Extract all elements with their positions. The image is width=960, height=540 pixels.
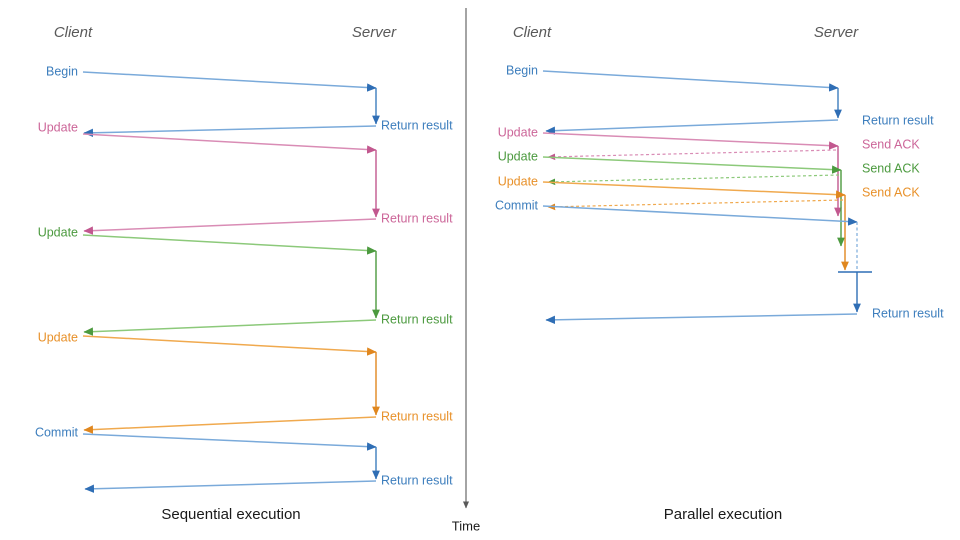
seq-label-return-result-3: Return result: [381, 312, 453, 326]
par-update2-flow: [542, 156, 845, 247]
par-update3-flow: [542, 181, 849, 271]
par-label-return-result-1: Return result: [862, 113, 934, 127]
par-label-begin: Begin: [506, 63, 538, 77]
seq-arrow-commit-request: [82, 433, 377, 451]
par-label-return-result-2: Return result: [872, 306, 944, 320]
seq-update1-flow: [82, 133, 380, 235]
par-arrow-update1-request: [542, 132, 839, 150]
seq-client-header: Client: [54, 24, 93, 41]
seq-label-return-result-4: Return result: [381, 409, 453, 423]
par-arrow-commit-request: [542, 205, 858, 226]
seq-arrow-begin-request: [82, 71, 377, 92]
seq-server-header: Server: [352, 24, 397, 41]
seq-arrow-update3-response: [83, 416, 377, 434]
par-arrow-update3-request: [542, 181, 846, 199]
seq-caption: Sequential execution: [161, 506, 300, 523]
panel-sequential: Client Server Begin Return result Update…: [35, 24, 453, 523]
seq-label-update-3: Update: [38, 330, 78, 344]
seq-update2-flow: [82, 234, 380, 336]
par-label-update-3: Update: [498, 174, 538, 188]
panel-parallel: Client Server Begin Return result Update…: [495, 24, 944, 523]
time-axis-label: Time: [452, 518, 480, 533]
par-label-send-ack-1: Send ACK: [862, 137, 920, 151]
par-arrow-begin-response: [545, 119, 839, 135]
seq-label-commit: Commit: [35, 425, 79, 439]
seq-label-return-result-5: Return result: [381, 473, 453, 487]
par-arrow-update3-ack: [547, 199, 844, 211]
par-arrow-commit-response: [545, 313, 858, 325]
par-server-header: Server: [814, 24, 859, 41]
par-begin-flow: [542, 70, 842, 135]
seq-label-update-2: Update: [38, 225, 78, 239]
seq-arrow-update3-request: [82, 335, 377, 356]
par-label-commit: Commit: [495, 198, 539, 212]
seq-update3-flow: [82, 335, 380, 434]
seq-commit-flow: [82, 433, 380, 493]
seq-label-return-result-2: Return result: [381, 211, 453, 225]
par-label-update-1: Update: [498, 125, 538, 139]
seq-label-begin: Begin: [46, 64, 78, 78]
seq-label-return-result-1: Return result: [381, 118, 453, 132]
seq-arrow-begin-response: [83, 125, 377, 137]
par-label-update-2: Update: [498, 149, 538, 163]
par-arrow-update2-ack: [547, 174, 840, 186]
par-commit-flow: [542, 205, 872, 325]
seq-arrow-commit-response: [84, 480, 377, 493]
seq-label-update-1: Update: [38, 120, 78, 134]
seq-arrow-update1-response: [83, 218, 377, 235]
par-arrow-begin-request: [542, 70, 839, 92]
seq-arrow-update2-response: [83, 319, 377, 336]
seq-begin-flow: [82, 71, 380, 137]
par-client-header: Client: [513, 24, 552, 41]
par-caption: Parallel execution: [664, 506, 782, 523]
par-arrow-update2-request: [542, 156, 842, 174]
par-label-send-ack-3: Send ACK: [862, 185, 920, 199]
par-update1-flow: [542, 132, 842, 217]
par-label-send-ack-2: Send ACK: [862, 161, 920, 175]
par-arrow-update1-ack: [547, 149, 837, 161]
seq-arrow-update1-request: [82, 133, 377, 154]
seq-arrow-update2-request: [82, 234, 377, 255]
